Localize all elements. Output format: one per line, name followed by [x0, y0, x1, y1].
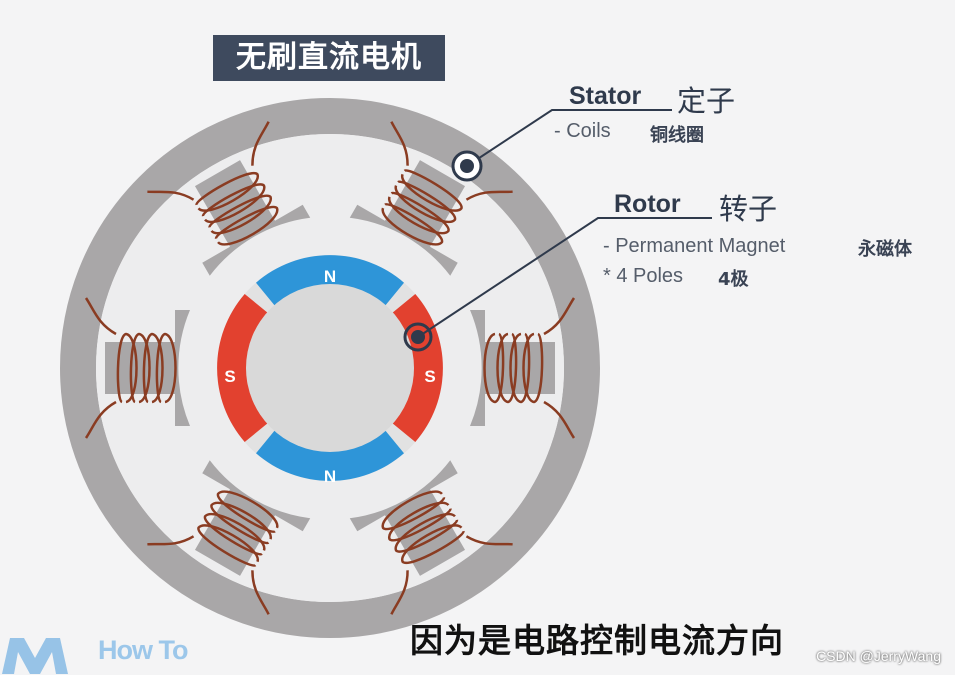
south-pole-left-label: S	[224, 367, 235, 386]
rotor-leader-line	[417, 217, 712, 338]
logo-m-icon	[2, 638, 68, 674]
rotor-pointer-center	[411, 330, 425, 344]
stator-leader-line	[466, 109, 672, 167]
diagram-title: 无刷直流电机	[213, 35, 445, 81]
rotor-pointer-dot	[403, 322, 433, 352]
stator-coil	[147, 121, 279, 246]
stator-coils	[84, 121, 576, 615]
stator-pointer-center	[460, 159, 474, 173]
stator-label-cn: 定子	[677, 84, 736, 118]
stator-outer-ring	[60, 98, 600, 638]
rotor-magnet-cn: 永磁体	[858, 239, 912, 260]
stator-coil	[483, 297, 576, 439]
stator-tooth	[470, 310, 555, 426]
stator-coils-cn: 铜线圈	[650, 125, 704, 146]
stator-label-en: Stator	[569, 82, 642, 110]
rotor-label-en: Rotor	[614, 190, 681, 218]
north-pole-bottom-label: N	[324, 467, 336, 486]
stator-coil	[381, 490, 513, 615]
south-pole-right-label: S	[424, 367, 435, 386]
rotor-core	[246, 284, 414, 452]
north-pole-top-label: N	[324, 267, 336, 286]
rotor-poles-en: * 4 Poles	[603, 265, 684, 287]
rotor-label-cn: 转子	[719, 192, 778, 226]
rotor-magnet-en: - Permanent Magnet	[603, 235, 786, 257]
logo-text: How To	[98, 635, 188, 665]
stator-coil	[84, 297, 177, 439]
rotor-poles-cn: 4极	[718, 269, 749, 290]
stator-coil	[381, 121, 513, 246]
video-subtitle: 因为是电路控制电流方向	[410, 621, 784, 660]
stator-tooth	[105, 310, 190, 426]
csdn-watermark: CSDN @JerryWang	[816, 648, 941, 664]
stator-coil	[147, 490, 279, 615]
rotor: N N S S	[217, 255, 443, 486]
stator-coils-en: - Coils	[554, 120, 611, 142]
